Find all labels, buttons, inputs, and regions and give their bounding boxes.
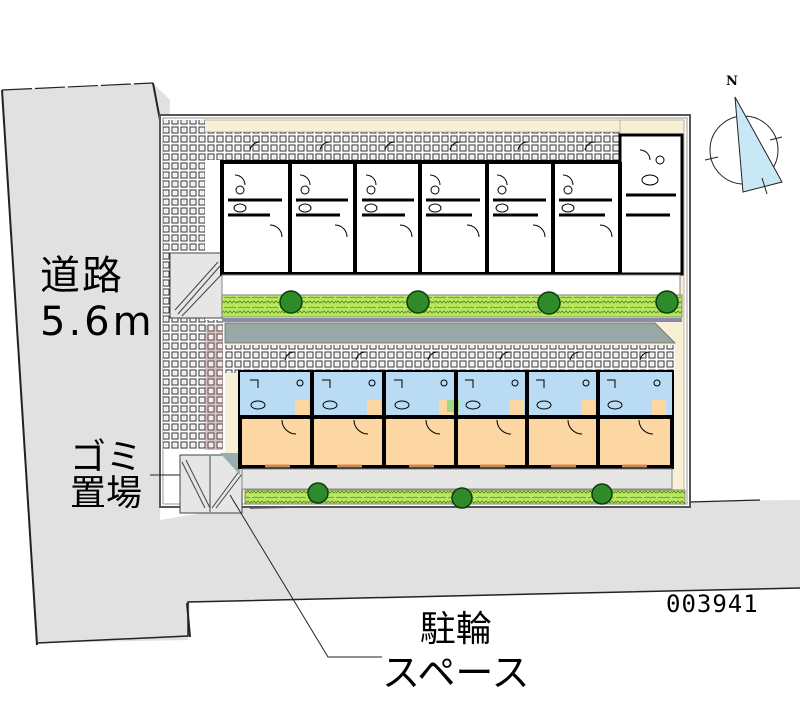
roof-band xyxy=(224,322,676,344)
compass-icon xyxy=(704,96,783,195)
north-building xyxy=(220,133,684,296)
trash-area-label: ゴミ 置場 xyxy=(70,440,142,512)
south-building xyxy=(238,351,674,490)
property-id: 003941 xyxy=(666,590,759,618)
trash-label-line2: 置場 xyxy=(70,473,143,514)
leader-lines xyxy=(150,474,382,658)
north-label: N xyxy=(726,74,738,89)
paving xyxy=(163,120,675,450)
road-label: 道路 5.6m xyxy=(40,256,155,342)
road-name: 道路 xyxy=(40,253,124,299)
trash-label-line1: ゴミ xyxy=(70,437,143,478)
north-planting xyxy=(221,294,683,322)
bike-label-line2: スペース xyxy=(382,651,530,695)
road-width: 5.6m xyxy=(40,299,155,345)
trees xyxy=(279,290,679,509)
bike-label-line1: 駐輪 xyxy=(419,609,492,650)
bicycle-parking-label: 駐輪 スペース xyxy=(382,609,530,695)
stairs xyxy=(169,252,243,514)
